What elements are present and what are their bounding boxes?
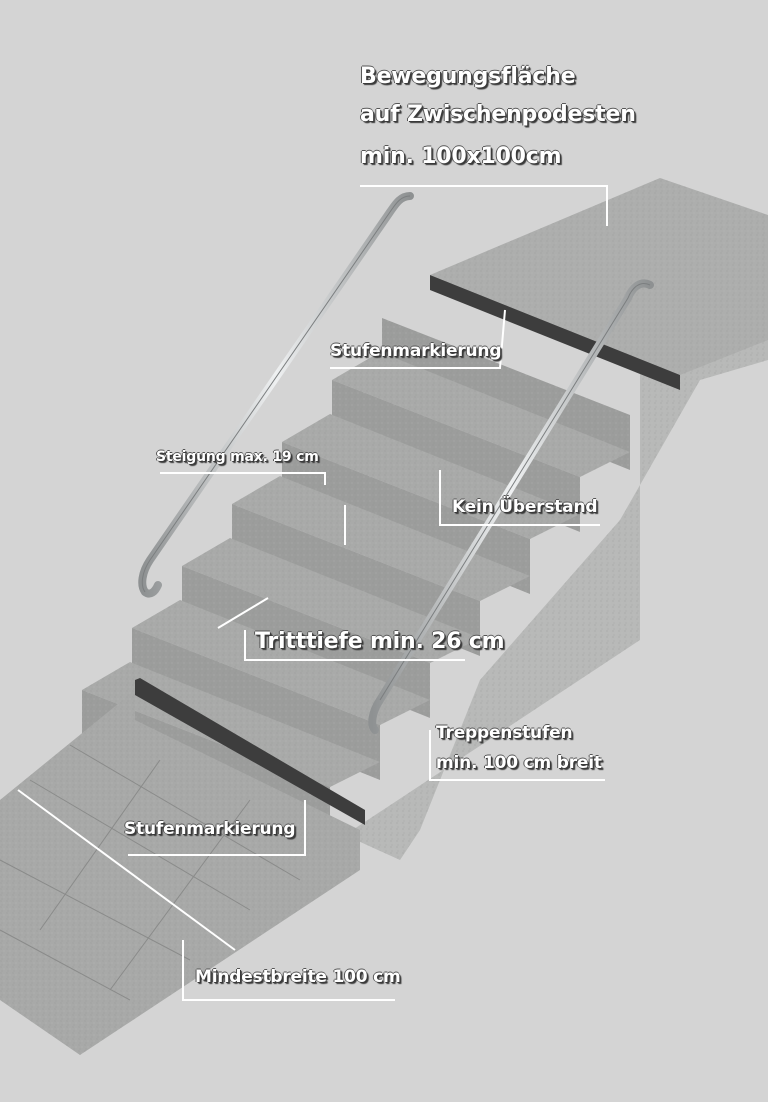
step-tread-texture [132,600,430,725]
tread-depth-label: Tritttiefe min. 26 cm [255,629,505,654]
floor-tiles [0,678,365,1055]
step-tread-texture [182,538,480,663]
marking-bottom-label: Stufenmarkierung [124,819,296,839]
steps-label-line2: min. 100 cm breit [436,753,602,773]
no-overhang-label: Kein Überstand [452,497,598,517]
handrail-left [138,192,414,598]
stair-side-wall [345,300,768,860]
rise-label: Steigung max. 19 cm [156,449,319,465]
leader-lines [17,185,608,1001]
marking-top-label: Stufenmarkierung [330,341,502,361]
upper-landing [430,178,768,390]
platform-label-line3: min. 100x100cm [360,144,562,169]
min-width-label: Mindestbreite 100 cm [195,967,401,987]
step-tread-texture [332,352,630,477]
platform-label-line1: Bewegungsfläche [360,64,576,89]
steps-label-line1: Treppenstufen [436,723,573,743]
step-tread-texture [282,414,580,539]
platform-label-line2: auf Zwischenpodesten [360,102,636,127]
step-tread-texture [232,476,530,601]
handrail-right [368,279,654,734]
